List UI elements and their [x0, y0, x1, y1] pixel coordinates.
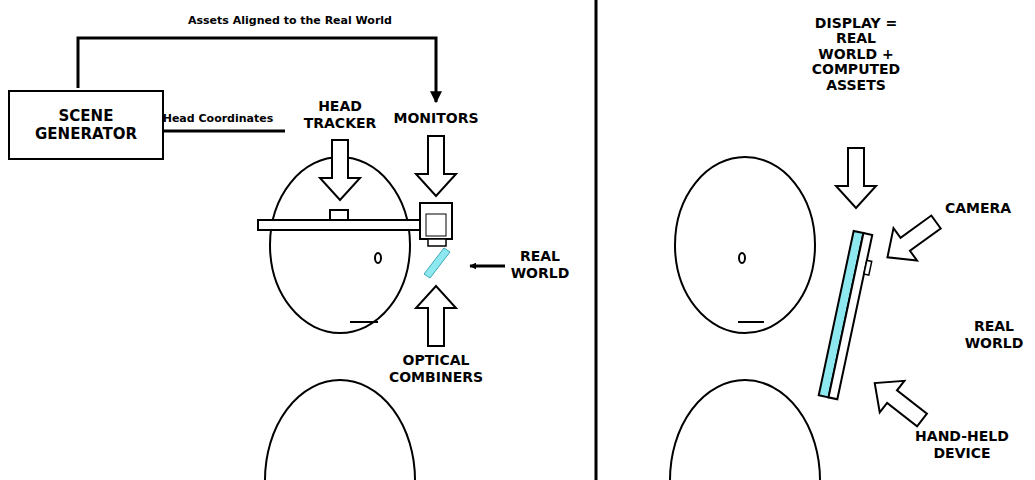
- callout-label: HEAD TRACKER: [304, 98, 377, 132]
- coordinates-line: [153, 130, 285, 133]
- device-camera: [864, 260, 872, 275]
- monitor-device: [420, 203, 452, 239]
- body-outline: [670, 380, 820, 480]
- body-outline: [265, 380, 415, 480]
- monitor-lens: [428, 239, 446, 246]
- optical-combiner: [424, 248, 450, 278]
- callout-label: Assets Aligned to the Real World: [188, 14, 392, 27]
- pointer-arrow: [416, 286, 456, 346]
- callout-label: MONITORS: [393, 110, 478, 127]
- process-box: SCENE GENERATOR: [8, 90, 164, 160]
- pointer-arrow: [836, 148, 876, 208]
- callout-label: Head Coordinates: [163, 112, 274, 125]
- monitor-detail: [426, 214, 446, 236]
- pointer-arrow: [876, 206, 948, 274]
- head-band: [258, 220, 420, 230]
- pointer-arrow: [862, 367, 934, 435]
- head-tracker-device: [330, 210, 348, 220]
- handheld-device: [819, 231, 877, 400]
- callout-label: HAND-HELD DEVICE: [900, 428, 1024, 462]
- callout-label: REAL WORLD: [511, 248, 570, 282]
- callout-label: OPTICAL COMBINERS: [389, 352, 483, 386]
- pointer-arrow: [320, 140, 360, 200]
- callout-label: CAMERA: [945, 200, 1011, 217]
- divider-line: [595, 0, 598, 480]
- head-outline: [675, 157, 815, 333]
- light-arrow: [470, 265, 505, 268]
- mouth: [738, 321, 764, 323]
- callout-label: REAL WORLD: [965, 318, 1024, 352]
- callout-label: DISPLAY = REAL WORLD + COMPUTED ASSETS: [812, 16, 900, 93]
- pointer-arrow: [416, 136, 456, 196]
- box-label: SCENE GENERATOR: [10, 107, 162, 143]
- mouth: [350, 321, 378, 323]
- eye: [375, 253, 381, 263]
- device-body: [829, 233, 873, 399]
- eye: [739, 253, 745, 263]
